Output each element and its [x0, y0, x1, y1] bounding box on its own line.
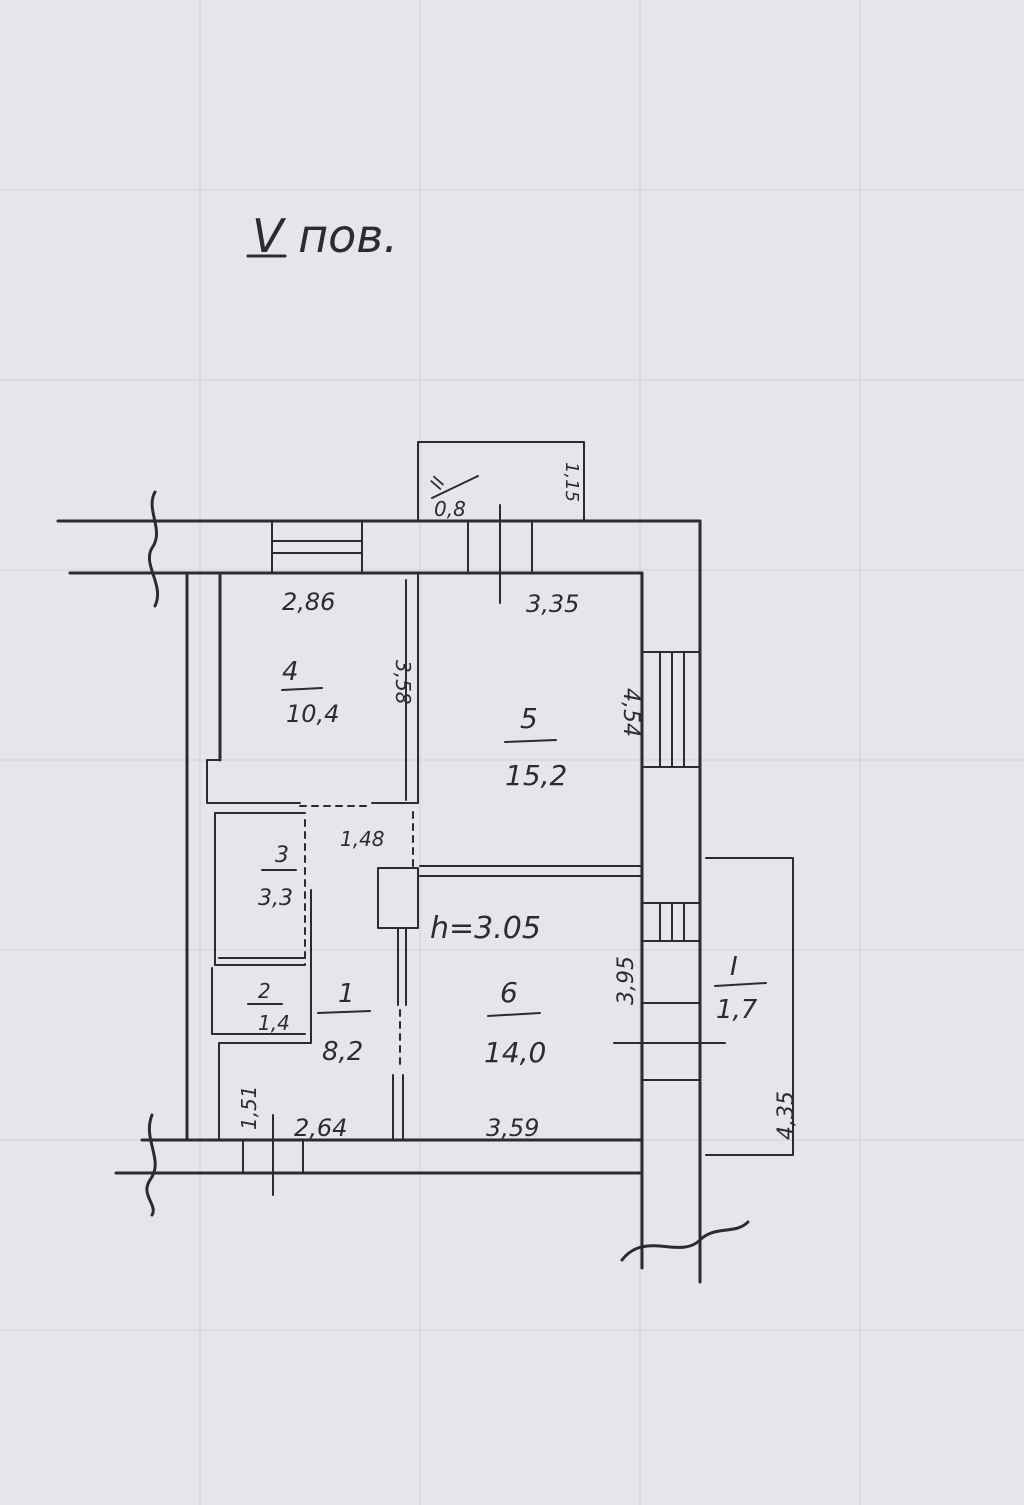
exterior-walls	[56, 490, 750, 1284]
room-6-number: 6	[500, 976, 518, 1009]
room-3-number: 3	[275, 843, 289, 868]
balcony-door-right	[613, 1002, 726, 1081]
balcony-I-fraction-bar	[714, 982, 767, 987]
room-5-area: 15,2	[505, 759, 567, 792]
balcony-top-outline	[417, 441, 585, 522]
dim-359: 3,59	[486, 1114, 539, 1142]
room-5-number: 5	[520, 702, 538, 735]
dim-454: 4,54	[618, 688, 643, 737]
dim-151: 1,51	[237, 1085, 261, 1130]
room-4-number: 4	[282, 657, 299, 687]
interior-walls	[206, 572, 643, 1141]
balcony-door-top	[467, 504, 533, 604]
dim-395: 3,95	[614, 956, 639, 1005]
ceiling-height: h=3.05	[430, 911, 541, 946]
balcony-I-number: I	[730, 952, 738, 982]
balcony-II-area: 0,8	[434, 497, 466, 521]
room-4-area: 10,4	[286, 700, 339, 728]
floor-label: V пов.	[252, 209, 398, 263]
dim-435: 4,35	[774, 1091, 799, 1140]
balcony-II-fraction-bar	[431, 475, 479, 499]
balcony-I-area: 1,7	[716, 995, 758, 1025]
room-2-area: 1,4	[258, 1011, 290, 1035]
dim-264: 2,64	[294, 1114, 347, 1142]
dim-335: 3,35	[526, 590, 579, 618]
room-2-number: 2	[258, 979, 271, 1003]
room-1-area: 8,2	[322, 1037, 363, 1067]
window-right-room5	[641, 651, 701, 768]
balcony-right-outline	[705, 857, 794, 1156]
room-6-fraction-bar	[487, 1012, 541, 1017]
room-3-area: 3,3	[258, 886, 293, 911]
window-right-room6	[641, 902, 701, 942]
room-1-fraction-bar	[317, 1010, 371, 1014]
entrance-door-bottom	[242, 1114, 304, 1196]
room-5-fraction-bar	[504, 739, 557, 743]
dim-358: 3,58	[391, 660, 415, 705]
room-4-fraction-bar	[281, 687, 323, 691]
dim-148: 1,48	[340, 827, 385, 851]
dim-286: 2,86	[282, 588, 335, 616]
window-top-left	[271, 520, 363, 574]
dim-115: 1,15	[561, 462, 582, 502]
room-6-area: 14,0	[484, 1036, 546, 1069]
room-1-number: 1	[338, 979, 355, 1009]
